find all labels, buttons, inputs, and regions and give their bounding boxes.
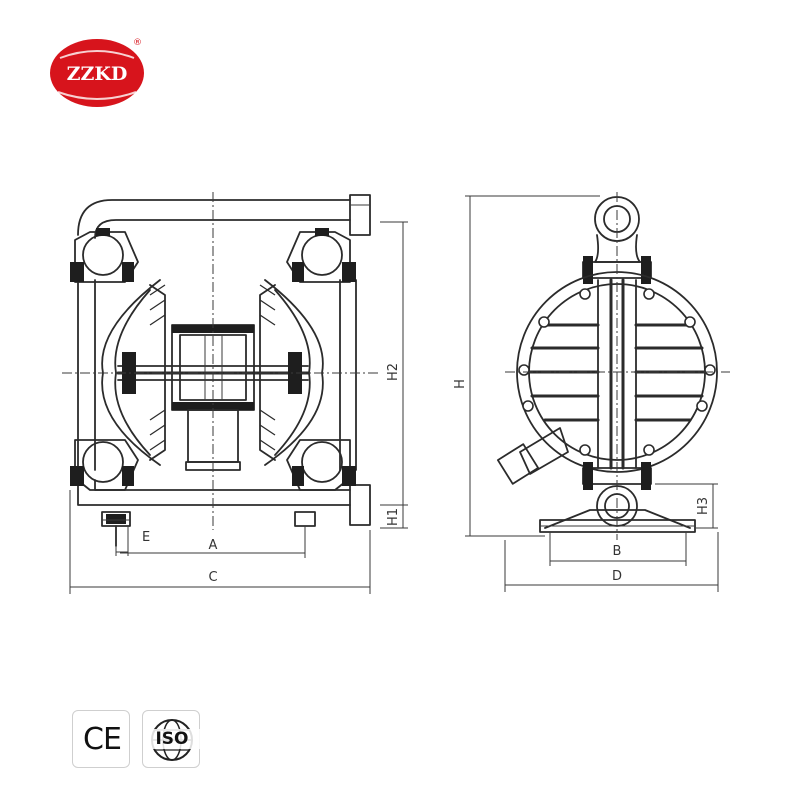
dim-label-d: D	[612, 569, 622, 584]
dim-label-c: C	[208, 570, 217, 585]
front-view: H2 H1 E A C	[62, 192, 408, 594]
ce-badge: CE	[72, 710, 130, 768]
dim-label-a: A	[209, 538, 218, 553]
side-view: H H3 B D	[453, 192, 730, 592]
dim-label-h1: H1	[386, 508, 401, 526]
registered-mark: ®	[133, 38, 142, 48]
logo-ellipse	[50, 39, 144, 107]
ce-mark: CE	[83, 722, 122, 757]
iso-mark: ISO	[143, 729, 201, 749]
dim-label-h3: H3	[696, 497, 711, 515]
iso-badge: ISO	[142, 710, 201, 768]
brand-logo: ZZKD ®	[50, 38, 144, 107]
logo-text: ZZKD	[67, 63, 128, 85]
dim-label-e: E	[142, 530, 150, 545]
dim-label-b: B	[613, 544, 622, 559]
dim-label-h: H	[453, 379, 468, 389]
dim-label-h2: H2	[386, 363, 401, 381]
